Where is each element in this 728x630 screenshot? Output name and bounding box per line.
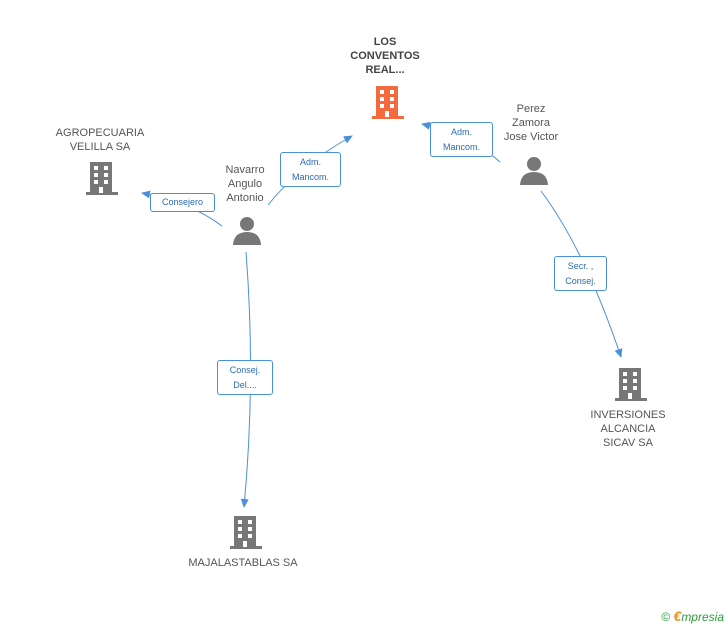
building-icon[interactable] bbox=[230, 516, 262, 549]
edge-label-navarro-agropecuaria[interactable]: Consejero bbox=[150, 193, 215, 212]
edge-label-line: Del.... bbox=[233, 380, 257, 390]
edge-label-line: Consej. bbox=[565, 276, 596, 286]
edge-label-navarro-majalastablas[interactable]: Consej. Del.... bbox=[217, 360, 273, 395]
node-label-los-conventos[interactable]: LOS CONVENTOS REAL... bbox=[330, 35, 440, 77]
node-label-line: Antonio bbox=[226, 192, 264, 204]
edge-label-line: Consej. bbox=[229, 365, 261, 375]
copyright-icon: © bbox=[661, 610, 671, 624]
node-label-line: VELILLA SA bbox=[69, 141, 131, 153]
node-label-perez[interactable]: Perez Zamora Jose Victor bbox=[486, 102, 576, 144]
edge-label-navarro-conventos[interactable]: Adm. Mancom. bbox=[280, 152, 341, 187]
node-label-line: Zamora bbox=[512, 117, 550, 129]
node-label-line: MAJALASTABLAS SA bbox=[188, 557, 298, 569]
node-label-agropecuaria[interactable]: AGROPECUARIA VELILLA SA bbox=[40, 126, 160, 154]
edge-label-line: Adm. bbox=[450, 127, 472, 137]
edge-label-line: Secr. , bbox=[567, 261, 594, 271]
node-label-line: LOS bbox=[373, 36, 397, 48]
edge-label-line: Consejero bbox=[161, 197, 204, 207]
node-label-line: Perez bbox=[516, 103, 546, 115]
node-label-line: AGROPECUARIA bbox=[55, 127, 145, 139]
brand-e-glyph: € bbox=[673, 608, 682, 624]
brand-name: mpresia bbox=[681, 610, 724, 624]
node-label-line: Navarro bbox=[225, 164, 265, 176]
empresia-logo: © €mpresia bbox=[661, 608, 724, 624]
node-label-navarro[interactable]: Navarro Angulo Antonio bbox=[205, 163, 285, 205]
edge-label-line: Mancom. bbox=[442, 142, 480, 152]
building-icon[interactable] bbox=[615, 368, 647, 401]
node-label-majalastablas[interactable]: MAJALASTABLAS SA bbox=[173, 556, 313, 570]
building-icon[interactable] bbox=[372, 86, 404, 119]
node-label-line: Jose Victor bbox=[503, 131, 559, 143]
node-label-line: SICAV SA bbox=[603, 437, 653, 449]
node-label-line: REAL... bbox=[365, 64, 405, 76]
node-label-line: Angulo bbox=[227, 178, 263, 190]
edge-label-perez-inversiones[interactable]: Secr. , Consej. bbox=[554, 256, 607, 291]
building-icon[interactable] bbox=[86, 162, 118, 195]
node-label-inversiones[interactable]: INVERSIONES ALCANCIA SICAV SA bbox=[573, 408, 683, 450]
person-icon[interactable] bbox=[520, 157, 548, 185]
node-label-line: ALCANCIA bbox=[600, 423, 656, 435]
person-icon[interactable] bbox=[233, 217, 261, 245]
edge-label-line: Adm. bbox=[299, 157, 321, 167]
edge-label-perez-conventos[interactable]: Adm. Mancom. bbox=[430, 122, 493, 157]
node-label-line: CONVENTOS bbox=[350, 50, 420, 62]
edge-label-line: Mancom. bbox=[291, 172, 329, 182]
node-label-line: INVERSIONES bbox=[590, 409, 666, 421]
